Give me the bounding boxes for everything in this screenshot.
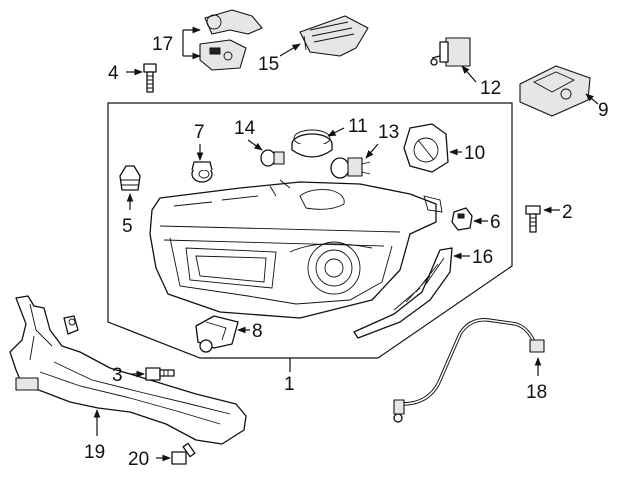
callout-9: 9 <box>598 100 609 121</box>
part-20-bolt[interactable] <box>171 442 196 465</box>
part-13-bulb[interactable] <box>330 157 371 179</box>
part-7-grommet[interactable] <box>191 161 213 183</box>
part-9-control-unit[interactable] <box>519 65 591 117</box>
callout-20: 20 <box>128 449 149 470</box>
callout-7: 7 <box>194 122 205 143</box>
part-3-bolt[interactable] <box>145 367 175 381</box>
part-6-clip[interactable] <box>451 207 473 231</box>
callout-8: 8 <box>252 321 263 342</box>
callout-4: 4 <box>108 63 119 84</box>
callout-18: 18 <box>526 382 547 403</box>
callout-2: 2 <box>562 202 573 223</box>
assembly-outline <box>107 102 513 359</box>
callout-16: 16 <box>472 247 493 268</box>
part-16-trim-strip[interactable] <box>353 247 453 339</box>
callout-11: 11 <box>348 116 368 137</box>
callout-1: 1 <box>284 374 295 395</box>
part-17-brackets[interactable] <box>199 9 263 71</box>
callout-12: 12 <box>480 78 501 99</box>
callout-19: 19 <box>84 442 105 463</box>
part-4-bolt[interactable] <box>143 63 157 93</box>
callout-13: 13 <box>378 122 399 143</box>
callout-3: 3 <box>112 365 123 386</box>
callout-15: 15 <box>258 54 279 75</box>
part-2-bolt[interactable] <box>525 205 541 233</box>
part-18-sensor-wire[interactable] <box>393 318 545 423</box>
part-8-bracket[interactable] <box>195 315 239 353</box>
callout-10: 10 <box>464 143 485 164</box>
part-15-ballast-module[interactable] <box>299 15 369 57</box>
callout-17: 17 <box>152 34 173 55</box>
part-19-mounting-bracket[interactable] <box>9 295 247 445</box>
part-5-grommet[interactable] <box>119 165 141 191</box>
part-12-bulb[interactable] <box>430 37 471 67</box>
part-10-cover[interactable] <box>403 123 449 173</box>
part-14-bulb[interactable] <box>260 149 285 167</box>
callout-5: 5 <box>122 216 133 237</box>
part-11-cap[interactable] <box>291 129 333 158</box>
callout-6: 6 <box>490 212 501 233</box>
callout-14: 14 <box>234 118 256 139</box>
headlamp-housing[interactable] <box>149 179 443 319</box>
